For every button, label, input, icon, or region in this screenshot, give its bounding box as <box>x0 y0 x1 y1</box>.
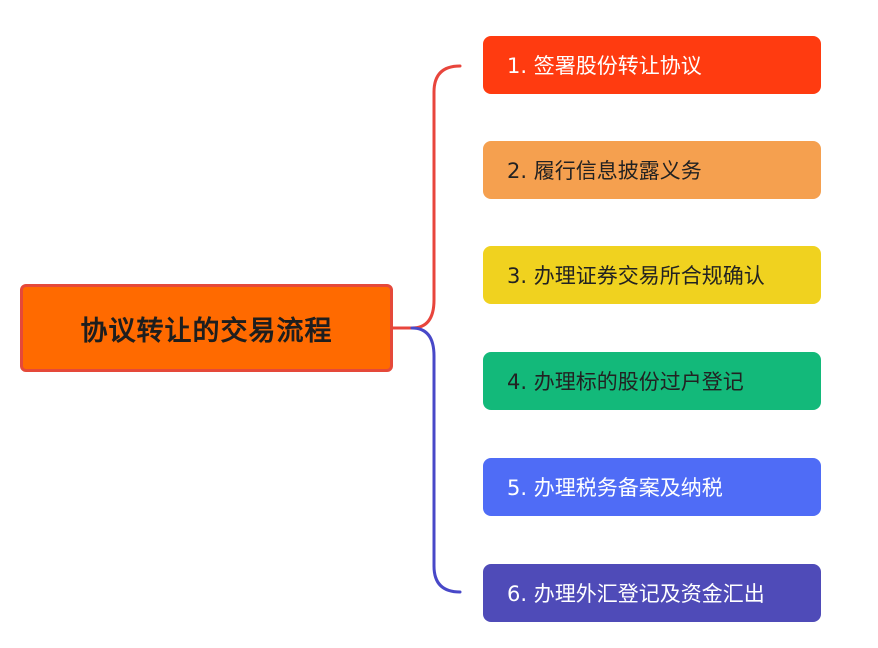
root-topic[interactable]: 协议转让的交易流程 <box>20 284 393 372</box>
step-4[interactable]: 4. 办理标的股份过户登记 <box>483 352 821 410</box>
step-label: 6. 办理外汇登记及资金汇出 <box>507 582 765 606</box>
bracket-lower <box>410 326 462 594</box>
step-label: 4. 办理标的股份过户登记 <box>507 370 744 394</box>
step-2[interactable]: 2. 履行信息披露义务 <box>483 141 821 199</box>
step-1[interactable]: 1. 签署股份转让协议 <box>483 36 821 94</box>
step-3[interactable]: 3. 办理证券交易所合规确认 <box>483 246 821 304</box>
bracket-upper <box>391 64 462 330</box>
step-label: 1. 签署股份转让协议 <box>507 54 702 78</box>
step-6[interactable]: 6. 办理外汇登记及资金汇出 <box>483 564 821 622</box>
step-label: 2. 履行信息披露义务 <box>507 159 702 183</box>
step-label: 3. 办理证券交易所合规确认 <box>507 264 765 288</box>
root-topic-label: 协议转让的交易流程 <box>80 315 333 347</box>
step-label: 5. 办理税务备案及纳税 <box>507 476 723 500</box>
step-5[interactable]: 5. 办理税务备案及纳税 <box>483 458 821 516</box>
